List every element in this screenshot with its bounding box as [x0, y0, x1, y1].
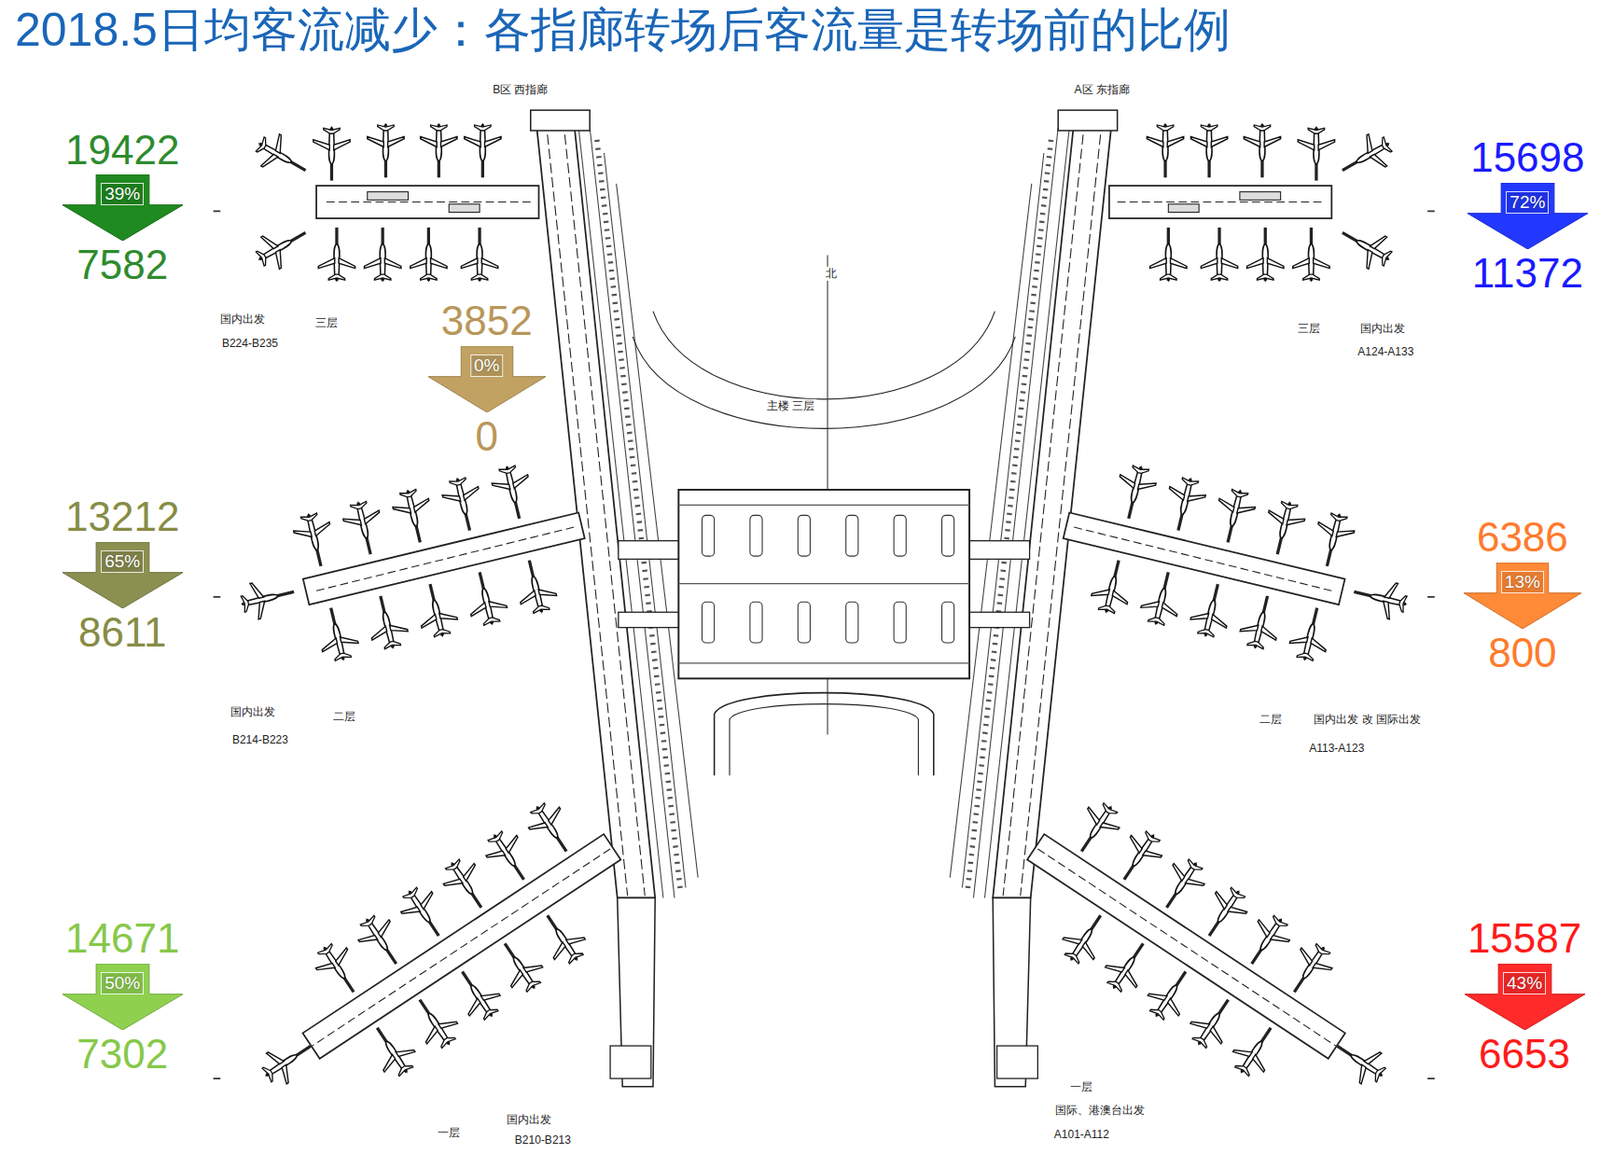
floor-label: B224-B235 [220, 335, 280, 349]
value-after: 800 [1488, 630, 1557, 676]
title: 2018.5日均客流减少：各指廊转场后客流量是转场前的比例 [14, 3, 1231, 58]
hall-grid [678, 504, 970, 664]
percent-label: 0% [470, 354, 503, 377]
down-arrow: 65% [62, 542, 183, 609]
flow-arrow-group: 13212 65% 8611 [62, 494, 183, 655]
floor-label: 国内出发 [218, 312, 267, 326]
floor-label: 国内出发 [228, 705, 278, 719]
percent-label: 72% [1505, 191, 1549, 214]
down-arrow: 13% [1463, 562, 1582, 629]
forecourt-curve [653, 311, 995, 400]
flow-arrow-group: 15698 72% 11372 [1467, 135, 1588, 296]
percent-label: 39% [100, 182, 144, 206]
value-before: 15587 [1467, 916, 1582, 961]
value-before: 14671 [65, 916, 180, 961]
floor-label: 国内出发 改 国际出发 [1311, 712, 1423, 726]
arrow-body [62, 542, 183, 609]
arrow-body [1463, 562, 1582, 629]
floor-label: 主楼 三层 [765, 399, 817, 413]
value-after: 0 [474, 414, 498, 460]
down-arrow: 72% [1467, 182, 1588, 250]
value-after: 11372 [1472, 250, 1584, 296]
value-before: 19422 [65, 127, 180, 173]
floor-label: A124-A133 [1355, 345, 1416, 359]
floor-label: B214-B223 [230, 733, 291, 747]
ramp-arch [714, 693, 934, 777]
down-arrow: 39% [62, 174, 183, 241]
floor-label: 二层 [1257, 712, 1284, 726]
value-after: 7302 [76, 1031, 168, 1077]
arrow-body [62, 963, 183, 1030]
checkin-islands [702, 514, 955, 643]
floor-label: 一层 [435, 1126, 462, 1140]
percent-label: 65% [100, 550, 144, 573]
east-concourse [949, 110, 1435, 1091]
value-before: 3852 [441, 298, 533, 344]
down-arrow: 50% [62, 963, 183, 1030]
floor-label: 三层 [313, 315, 340, 329]
value-after: 7582 [76, 242, 168, 288]
floor-label: 国际、港澳台出发 [1053, 1103, 1147, 1117]
main-hall [678, 489, 970, 679]
value-before: 15698 [1470, 135, 1585, 181]
arrow-body [62, 174, 183, 241]
ramp-arch [729, 704, 919, 777]
flow-arrow-group: 6386 13% 800 [1463, 514, 1582, 676]
value-before: 6386 [1476, 514, 1569, 560]
percent-label: 43% [1502, 972, 1546, 995]
flow-arrow-group: 19422 39% 7582 [62, 127, 183, 289]
floor-label: A区 东指廊 [1072, 83, 1132, 97]
floor-label: 二层 [331, 709, 358, 724]
flow-arrow-group: 3852 0% 0 [428, 298, 546, 460]
east-concourse-mirror [949, 110, 1435, 1091]
percent-label: 50% [100, 972, 144, 995]
main-building [632, 254, 1016, 776]
west-concourse [213, 110, 699, 1091]
floor-label: 一层 [1068, 1080, 1095, 1094]
floor-label: 国内出发 [1358, 321, 1407, 335]
down-arrow: 0% [428, 346, 546, 413]
value-after: 6653 [1478, 1031, 1571, 1077]
percent-label: 13% [1501, 570, 1545, 594]
floor-label: 三层 [1295, 321, 1322, 335]
floor-label: B210-B213 [513, 1133, 573, 1147]
arrow-body [428, 346, 546, 413]
floor-label: 北 [823, 266, 839, 280]
forecourt-curve [632, 336, 1016, 429]
floor-label: A101-A112 [1052, 1127, 1112, 1141]
floor-label: A113-A123 [1307, 741, 1366, 755]
floor-label: B区 西指廊 [490, 83, 550, 97]
flow-arrow-group: 15587 43% 6653 [1464, 916, 1586, 1077]
arrow-body [1467, 182, 1588, 250]
flow-arrow-group: 14671 50% 7302 [62, 916, 183, 1077]
value-after: 8611 [78, 610, 167, 655]
arrow-body [1464, 963, 1586, 1030]
down-arrow: 43% [1464, 963, 1586, 1030]
floor-label: 国内出发 [504, 1113, 554, 1127]
value-before: 13212 [65, 494, 180, 540]
